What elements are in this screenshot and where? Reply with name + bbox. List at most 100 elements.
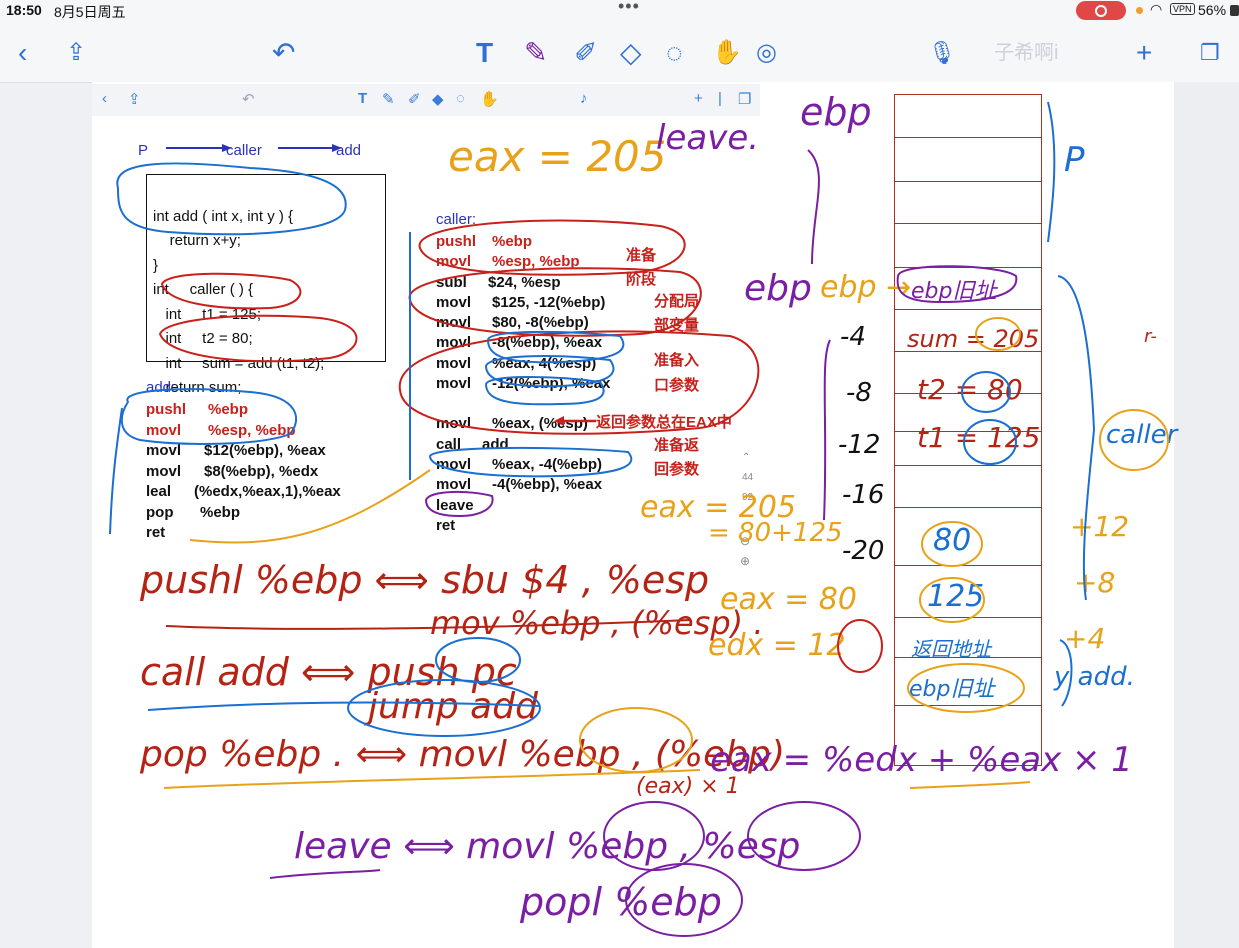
note-param: 口参数 <box>654 374 699 395</box>
add-label: add: <box>146 378 175 397</box>
add-arg-6: %ebp <box>200 504 240 521</box>
caller-op-6: movl <box>436 333 492 353</box>
highlighter-icon[interactable]: ✐ <box>574 36 597 70</box>
add-op-1: pushl <box>146 400 208 421</box>
c-line-7: int sum = add (t1, t2); <box>153 355 324 372</box>
caller-arg-7: %eax, 4(%esp) <box>492 355 596 372</box>
hw-line-pop: pop %ebp . ⟺ movl %ebp , (%ebp) <box>140 734 785 775</box>
add-op-3: movl <box>146 441 204 462</box>
microphone-icon[interactable]: 🎙 <box>928 36 956 70</box>
add-arg-2: %esp, %ebp <box>208 422 296 439</box>
caller-op-2: movl <box>436 252 492 272</box>
caller-arg-4: $125, -12(%ebp) <box>492 294 605 311</box>
add-arg-5: (%edx,%eax,1),%eax <box>194 483 341 500</box>
hw-ebp-arrow: ebp → <box>820 270 911 305</box>
zoom-in-icon[interactable]: ⊕ <box>740 554 750 568</box>
note-alloc: 分配局 <box>654 290 699 311</box>
hw-line-mov: mov %ebp , (%esp) . <box>430 604 763 642</box>
flow-arrows <box>162 136 462 176</box>
hw-offset-8: -8 <box>846 378 872 408</box>
mic-indicator-icon <box>1136 7 1143 14</box>
pages-icon[interactable]: ❐ <box>1200 36 1220 70</box>
caller-op-8: movl <box>436 374 492 394</box>
note-ret-param: 回参数 <box>654 458 699 479</box>
note-localvars: 部变量 <box>654 314 699 335</box>
hw-eax-205: eax = 205 <box>448 132 667 181</box>
embedded-toolbar: ‹ ⇪ ↶ T ✎ ✐ ◆ ◌ ✋ ♪ + | ❐ <box>92 84 760 117</box>
hw-p: P <box>1064 140 1085 180</box>
hw-offset-16: -16 <box>842 480 884 510</box>
hw-leave: leave. <box>656 118 759 158</box>
caller-arg-6: -8(%ebp), %eax <box>492 334 602 351</box>
caller-op-3: subl <box>436 273 488 293</box>
side-margin <box>1174 82 1239 948</box>
embedded-share-icon: ⇪ <box>128 90 141 108</box>
lasso-icon[interactable]: ◌ <box>666 36 683 70</box>
hw-ebp-top: ebp <box>800 90 872 134</box>
text-tool-icon[interactable]: T <box>476 36 493 70</box>
embedded-highlighter-icon: ✐ <box>408 90 421 108</box>
hw-ebp-mid: ebp <box>744 268 812 309</box>
flow-p: P <box>138 141 148 160</box>
embedded-tab-icon: | <box>718 90 722 107</box>
note-ret-eax: 返回参数总在EAX中 <box>596 411 732 432</box>
embedded-eraser-icon: ◆ <box>432 90 444 108</box>
stack-sum: sum = 205 <box>907 325 1039 353</box>
laser-pointer-icon[interactable]: ◎ <box>756 36 777 70</box>
hw-yadd: y add. <box>1054 662 1135 692</box>
multitask-dots-icon[interactable]: ••• <box>618 0 640 17</box>
hw-line-eax-sum: eax = %edx + %eax × 1 <box>710 740 1133 780</box>
caller-arg-8: -12(%ebp), %eax <box>492 375 610 392</box>
embedded-pages-icon: ❐ <box>738 90 751 108</box>
undo-icon[interactable]: ↶ <box>272 36 295 70</box>
back-button[interactable]: ‹ <box>18 36 27 70</box>
vpn-badge: VPN <box>1170 3 1195 15</box>
embedded-hand-icon: ✋ <box>480 90 499 108</box>
add-op-2: movl <box>146 421 208 442</box>
hand-tool-icon[interactable]: ✋ <box>712 36 742 70</box>
c-code: int add ( int x, int y ) { return x+y; }… <box>153 180 324 401</box>
share-icon[interactable]: ⇪ <box>66 36 86 70</box>
caller-op-5: movl <box>436 313 492 333</box>
caller-arg-10: add <box>482 436 509 453</box>
embedded-text-icon: T <box>358 90 367 107</box>
eraser-icon[interactable]: ◇ <box>620 36 642 70</box>
hw-line-popl: popl %ebp <box>520 880 722 924</box>
scroll-up-icon[interactable]: ⌃ <box>742 452 750 463</box>
ret-eax-arrow <box>554 413 604 433</box>
caller-op-13: leave <box>436 497 474 514</box>
note-stage: 阶段 <box>626 268 656 289</box>
add-op-5: leal <box>146 482 194 503</box>
page-current: 44 <box>742 472 753 483</box>
screen-record-icon[interactable] <box>1076 1 1126 20</box>
stack-return-address: 返回地址 <box>911 633 991 662</box>
add-op-7: ret <box>146 524 165 541</box>
stack-t2: t2 = 80 <box>917 373 1023 406</box>
add-op-6: pop <box>146 503 200 524</box>
c-line-4: int caller ( ) { <box>153 281 253 298</box>
pen-tool-icon[interactable]: ✎ <box>524 36 547 70</box>
caller-op-7: movl <box>436 354 492 374</box>
app-toolbar: ‹ ⇪ ↶ T ✎ ✐ ◇ ◌ ✋ ◎ 🎙 子希啊i + ❐ <box>0 22 1239 83</box>
caller-op-14: ret <box>436 517 455 534</box>
add-page-icon[interactable]: + <box>1136 36 1152 70</box>
hw-offset-4: -4 <box>840 322 866 352</box>
hw-line-jump: jump add <box>368 686 538 727</box>
stack-frame: ebp旧址 sum = 205 t2 = 80 t1 = 125 80 125 … <box>894 94 1042 766</box>
hw-plus-8: +8 <box>1074 566 1115 599</box>
caller-op-10: call <box>436 435 482 455</box>
caller-arg-2: %esp, %ebp <box>492 253 580 270</box>
hw-eax-calc2: = 80+125 <box>708 518 843 548</box>
c-line-2: return x+y; <box>153 232 241 249</box>
stack-arg-80: 80 <box>933 523 971 558</box>
hw-line-pushl: pushl %ebp ⟺ sbu $4 , %esp <box>140 558 709 602</box>
battery-percent: 56% <box>1198 2 1226 18</box>
stack-ebp-old: ebp旧址 <box>909 671 994 703</box>
note-prep-in: 准备入 <box>654 349 699 370</box>
hw-offset-12: -12 <box>838 430 880 460</box>
caller-arg-1: %ebp <box>492 233 532 250</box>
caller-op-4: movl <box>436 293 492 313</box>
embedded-pen-icon: ✎ <box>382 90 395 108</box>
add-arg-4: $8(%ebp), %edx <box>204 463 318 480</box>
